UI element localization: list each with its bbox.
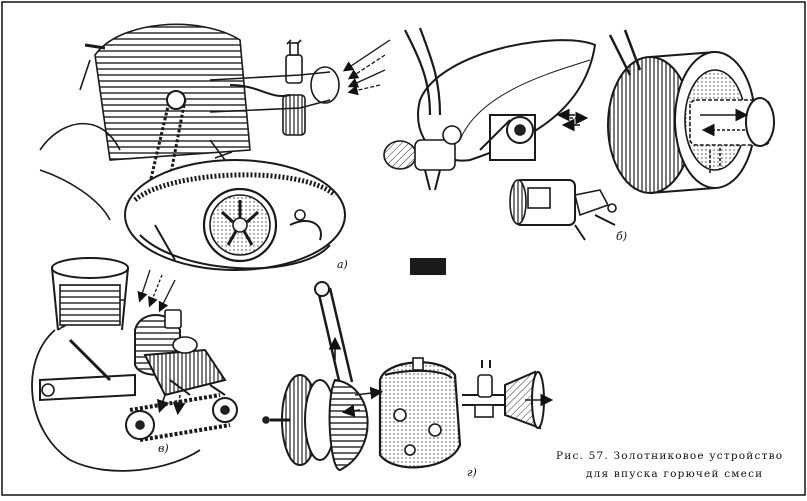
air-flow-arrows-a (342, 39, 391, 96)
spool-valve (509, 179, 617, 241)
spool-housing (143, 348, 227, 397)
crankcase-half (378, 361, 462, 469)
valve-sprocket (166, 90, 186, 110)
carburetor-g (462, 360, 554, 430)
panel-b-rotary-disc-valve (383, 27, 775, 241)
panel-label-b: б) (616, 230, 627, 243)
panel-label-v: в) (158, 442, 169, 455)
spark-plug (84, 43, 106, 50)
caption-line-1: Рис. 57. Золотниковое устройство (556, 450, 783, 462)
panel-g-crankshaft-disc (262, 281, 554, 472)
panel-label-a: а) (337, 258, 348, 271)
rotary-drum (607, 29, 775, 194)
rotary-disc (328, 378, 369, 472)
panel-v-chain-rotary-spool (31, 257, 238, 472)
caption-line-2: для впуска горючей смеси (586, 468, 763, 480)
panel-a-engine-chain-drive (39, 23, 391, 271)
panel-label-g: г) (467, 466, 477, 479)
connecting-rod (316, 287, 354, 386)
carburetor-body (383, 140, 417, 170)
black-badge (410, 258, 446, 275)
control-lever (608, 29, 642, 76)
carburetor-tee (209, 39, 340, 136)
chain-v (129, 393, 231, 442)
